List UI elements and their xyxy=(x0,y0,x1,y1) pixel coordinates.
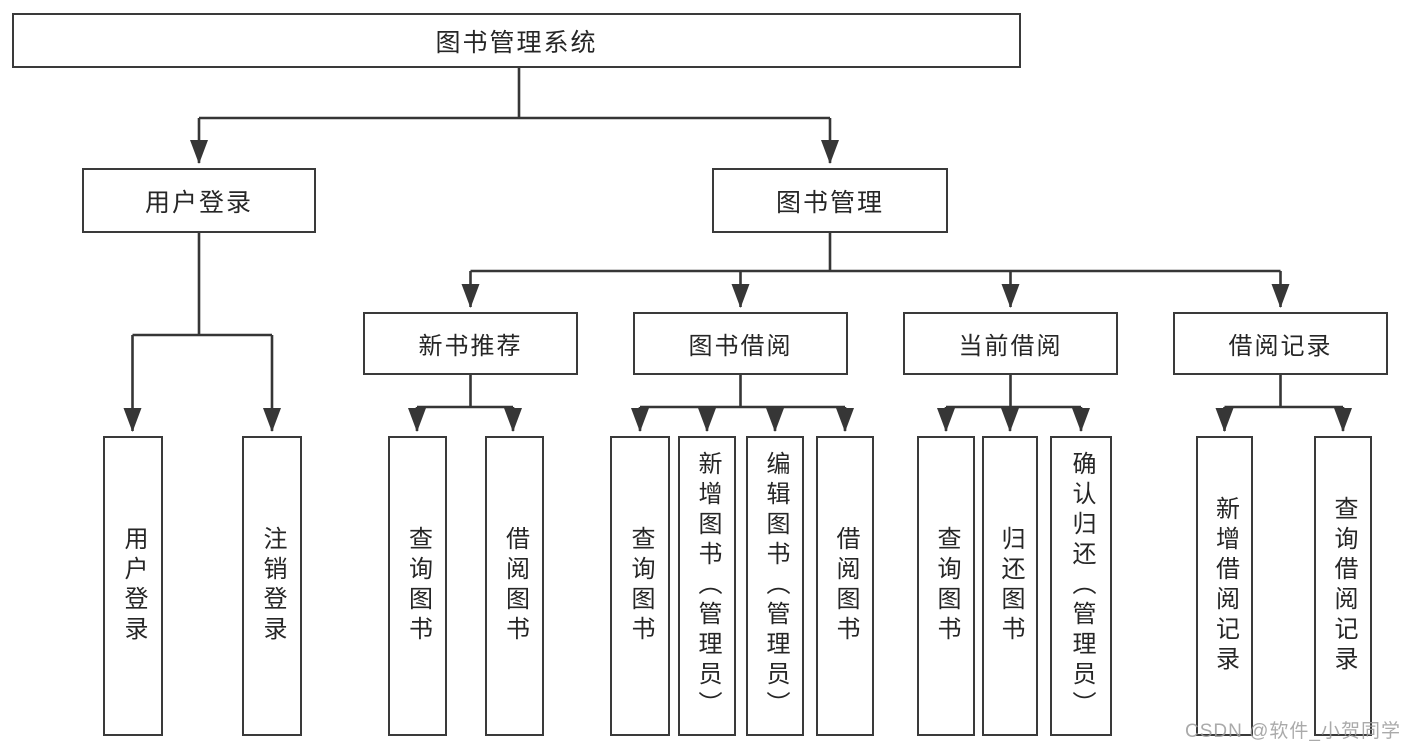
leaf-user-login: 用户登录 xyxy=(103,436,163,736)
leaf-current-query-book: 查询图书 xyxy=(917,436,975,736)
leaf-logout: 注销登录 xyxy=(242,436,302,736)
leaf-recommend-borrow-book: 借阅图书 xyxy=(485,436,544,736)
branch-user-login: 用户登录 xyxy=(82,168,316,233)
leaf-edit-book-admin: 编辑图书（管理员） xyxy=(746,436,804,736)
group-book-borrow: 图书借阅 xyxy=(633,312,848,375)
group-borrow-records: 借阅记录 xyxy=(1173,312,1388,375)
leaf-confirm-return-admin: 确认归还（管理员） xyxy=(1050,436,1112,736)
root-node-library-system: 图书管理系统 xyxy=(12,13,1021,68)
branch-book-management: 图书管理 xyxy=(712,168,948,233)
leaf-query-borrow-record: 查询借阅记录 xyxy=(1314,436,1372,736)
leaf-recommend-query-book: 查询图书 xyxy=(388,436,447,736)
leaf-add-book-admin: 新增图书（管理员） xyxy=(678,436,736,736)
group-current-borrow: 当前借阅 xyxy=(903,312,1118,375)
leaf-borrow-book: 借阅图书 xyxy=(816,436,874,736)
leaf-borrow-query-book: 查询图书 xyxy=(610,436,670,736)
leaf-add-borrow-record: 新增借阅记录 xyxy=(1196,436,1253,736)
leaf-return-book: 归还图书 xyxy=(982,436,1038,736)
group-new-book-recommend: 新书推荐 xyxy=(363,312,578,375)
